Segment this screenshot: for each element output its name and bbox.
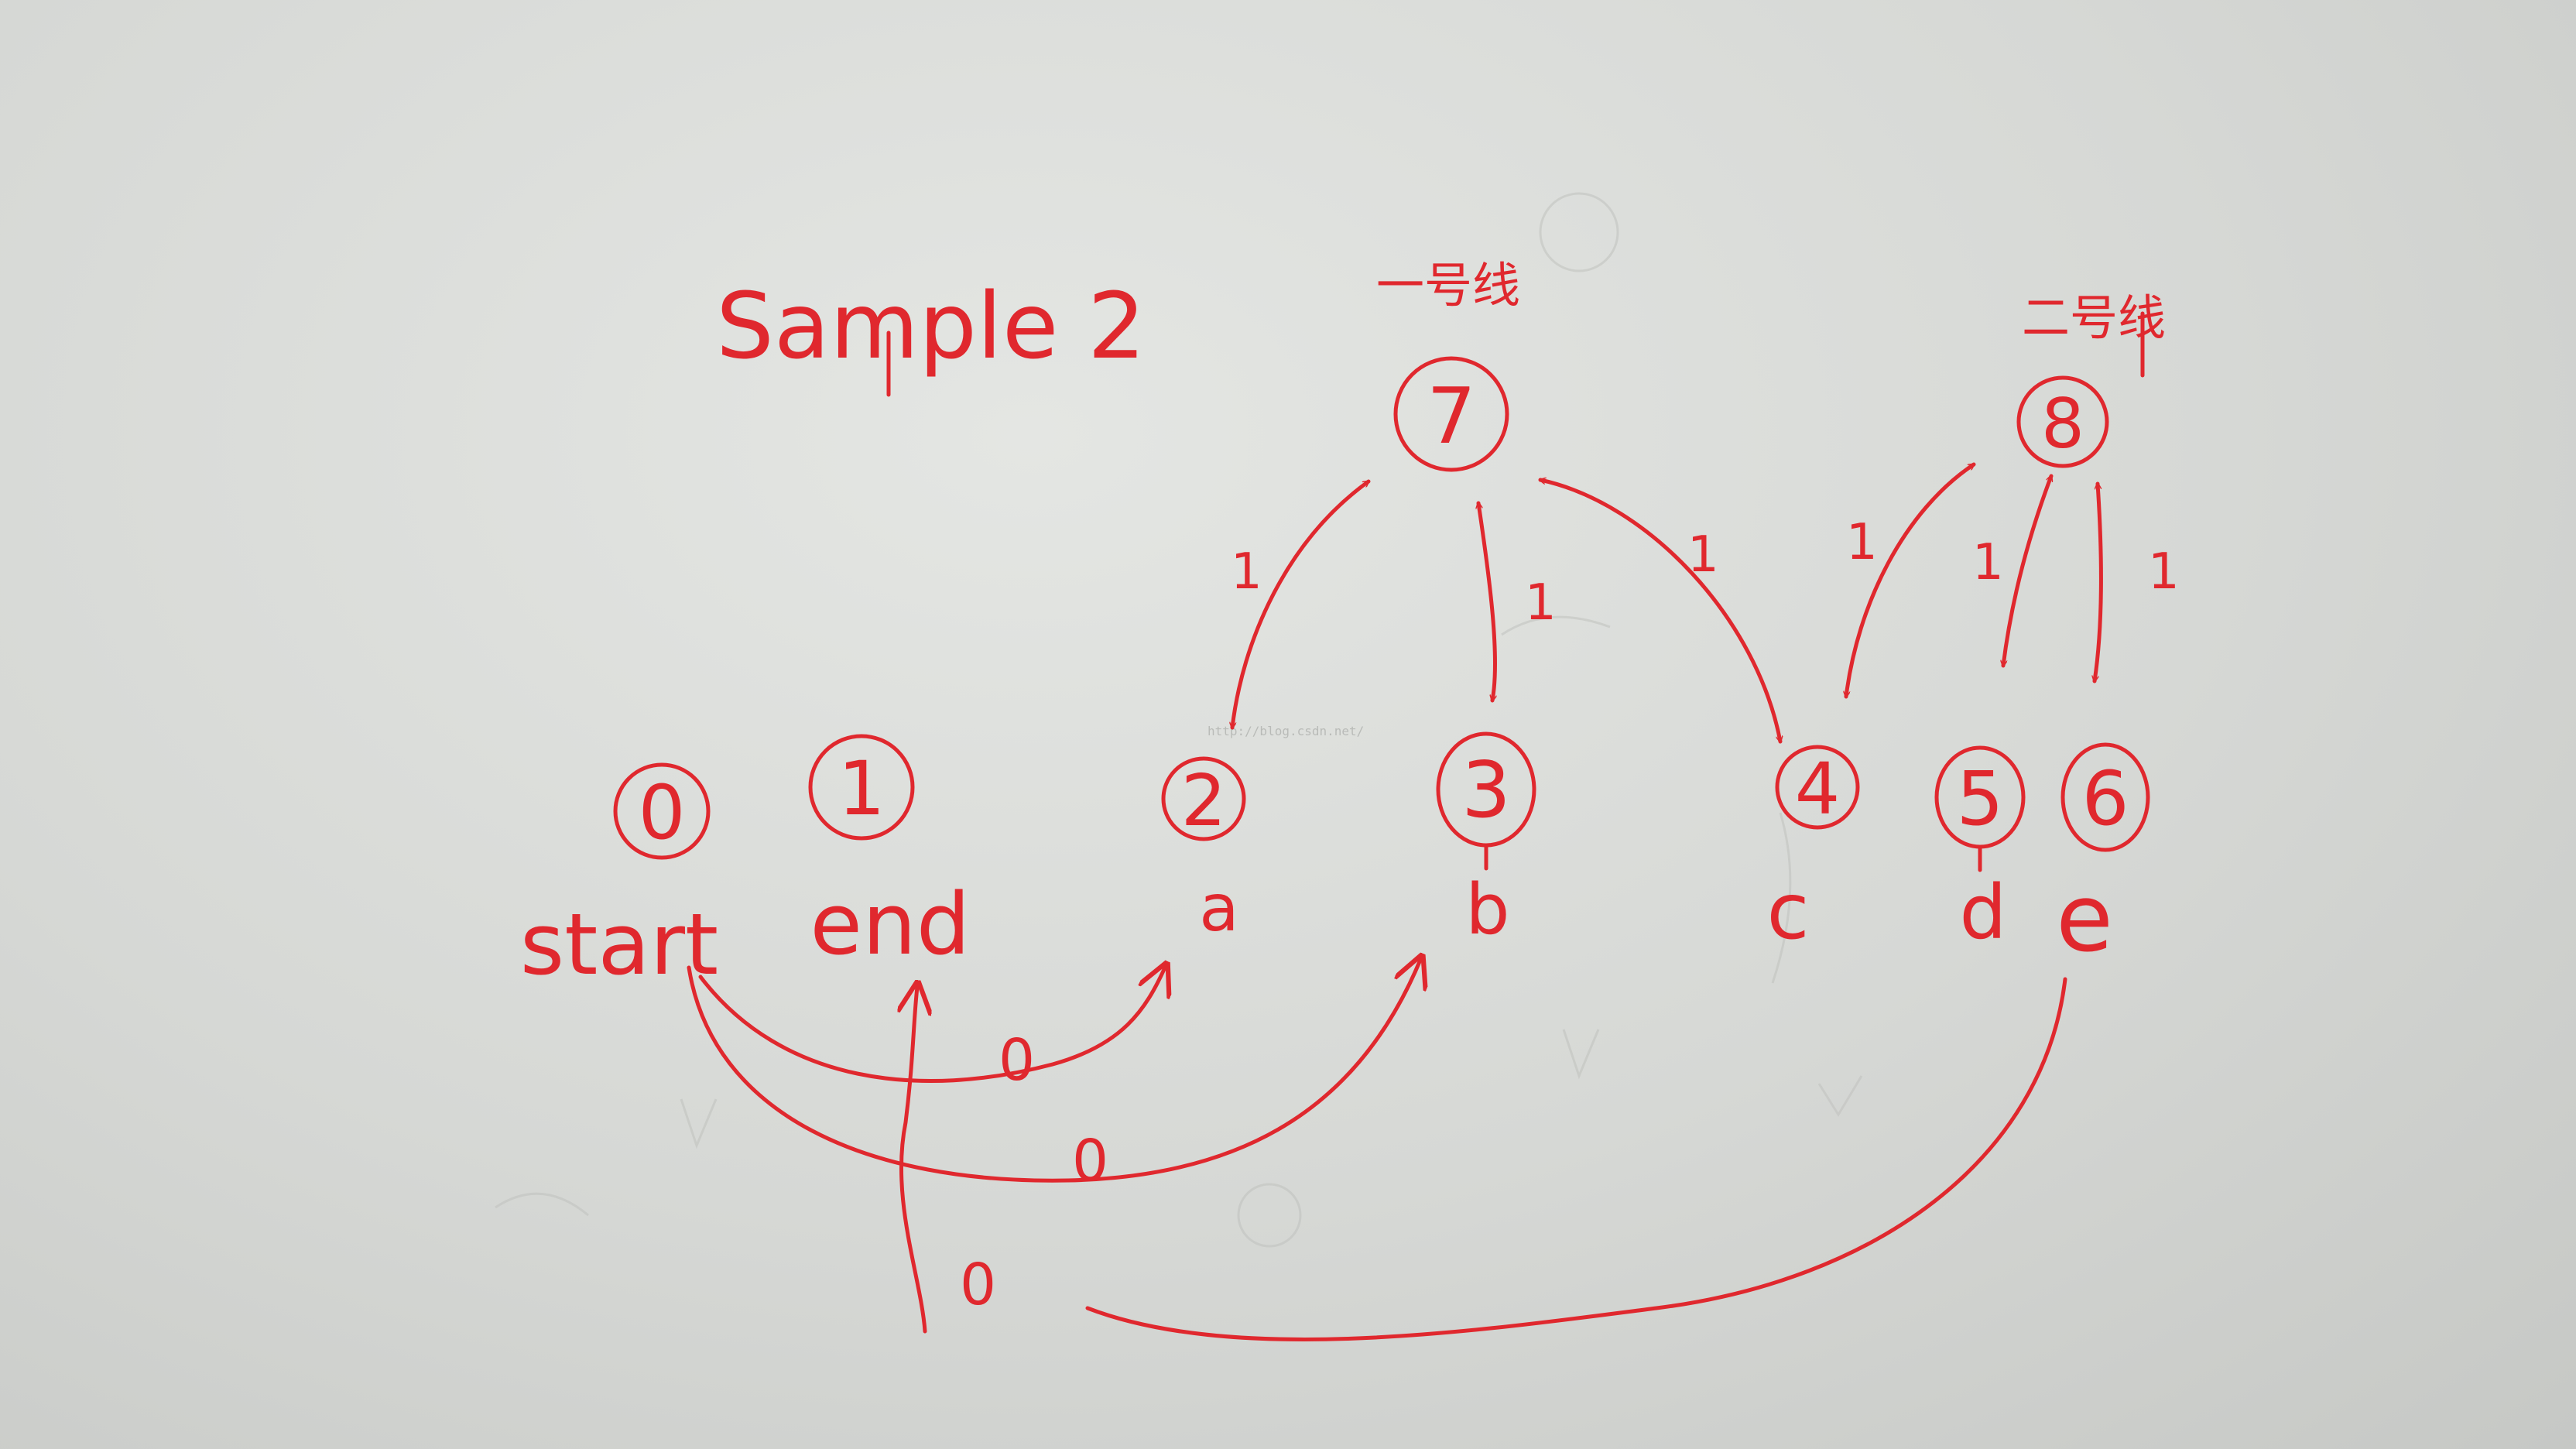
line-edges xyxy=(1232,462,2103,742)
weight-0-2: 0 xyxy=(999,1027,1035,1094)
edge-8-6 xyxy=(2095,481,2103,683)
weight-7-2: 1 xyxy=(1231,543,1262,601)
node-0-label: start xyxy=(520,895,718,994)
node-2-label: a xyxy=(1199,870,1238,946)
node-1-id: 1 xyxy=(838,745,885,832)
weight-8-6: 1 xyxy=(2148,543,2180,601)
node-6-id: 6 xyxy=(2081,755,2129,842)
node-7-circle xyxy=(1393,356,1509,472)
line1-label: 一号线 xyxy=(1376,257,1520,313)
edge-7-4 xyxy=(1540,480,1780,742)
weight-8-5: 1 xyxy=(1972,534,2004,591)
edge-0-3 xyxy=(687,960,1420,1183)
weight-8-4: 1 xyxy=(1846,514,1878,571)
node-6-label: e xyxy=(2056,865,2113,973)
node-4-circle xyxy=(1775,745,1860,830)
node-5-id: 5 xyxy=(1956,755,2003,842)
node-4-label: c xyxy=(1767,866,1810,957)
node-8-circle xyxy=(2016,375,2109,468)
edge-6-1-tail xyxy=(1085,977,2067,1341)
node-1-circle xyxy=(808,734,915,841)
node-3-label: b xyxy=(1465,869,1509,951)
weight-7-3: 1 xyxy=(1525,574,1557,632)
weight-0-3: 0 xyxy=(1072,1128,1108,1194)
edge-7-2 xyxy=(1232,479,1368,730)
node-6-circle xyxy=(2060,742,2150,852)
node-8-id: 8 xyxy=(2041,384,2084,464)
node-7-id: 7 xyxy=(1427,371,1476,461)
edge-7-3 xyxy=(1478,501,1498,701)
node-2-id: 2 xyxy=(1181,759,1227,842)
node-1-label: end xyxy=(810,875,970,974)
weight-6-1: 0 xyxy=(960,1252,996,1318)
node-2-circle xyxy=(1161,756,1246,841)
ghost-markings xyxy=(495,192,1863,1248)
node-4-id: 4 xyxy=(1795,748,1841,831)
edge-8-5 xyxy=(2003,476,2054,668)
edge-8-4 xyxy=(1846,462,1974,699)
node-circles xyxy=(613,356,2150,860)
diagram-title: Sample 2 xyxy=(716,272,1146,379)
node-5-label: d xyxy=(1960,869,2007,956)
transfer-edges xyxy=(687,960,2067,1341)
node-0-id: 0 xyxy=(638,769,685,856)
weight-7-4: 1 xyxy=(1687,526,1719,584)
node-3-id: 3 xyxy=(1461,745,1511,835)
node-0-circle xyxy=(613,762,711,860)
edge-0-2 xyxy=(698,968,1165,1083)
edge-6-1 xyxy=(901,987,925,1334)
